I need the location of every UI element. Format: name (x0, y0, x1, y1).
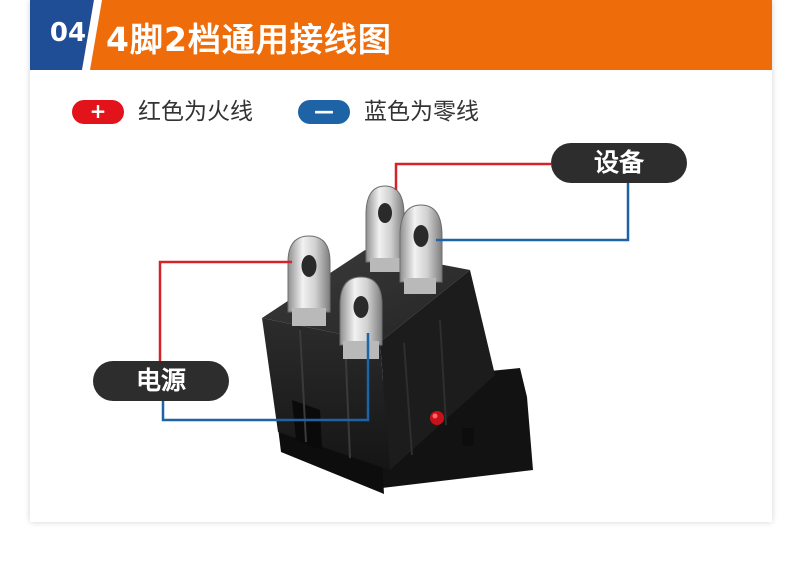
terminal-front-right (339, 276, 383, 359)
section-header: 04 4脚2档通用接线图 (30, 0, 772, 70)
terminal-back-left (365, 185, 405, 272)
neutral-wire-badge: — (298, 100, 350, 124)
legend-neutral-label: 蓝色为零线 (364, 99, 479, 125)
device-neutral-wire (436, 182, 630, 242)
legend-live-label: 红色为火线 (138, 99, 253, 125)
power-label: 电源 (93, 361, 229, 401)
device-live-wire (394, 162, 551, 190)
header-banner (30, 0, 772, 70)
terminal-back-right (399, 204, 443, 294)
indicator-light-icon (430, 411, 444, 425)
power-live-wire (158, 260, 292, 362)
terminal-front-left (287, 235, 331, 326)
page-title: 4脚2档通用接线图 (106, 20, 392, 59)
device-label: 设备 (551, 143, 687, 183)
power-neutral-wire (161, 333, 370, 422)
step-number: 04 (49, 18, 87, 48)
live-wire-badge: + (72, 100, 124, 124)
